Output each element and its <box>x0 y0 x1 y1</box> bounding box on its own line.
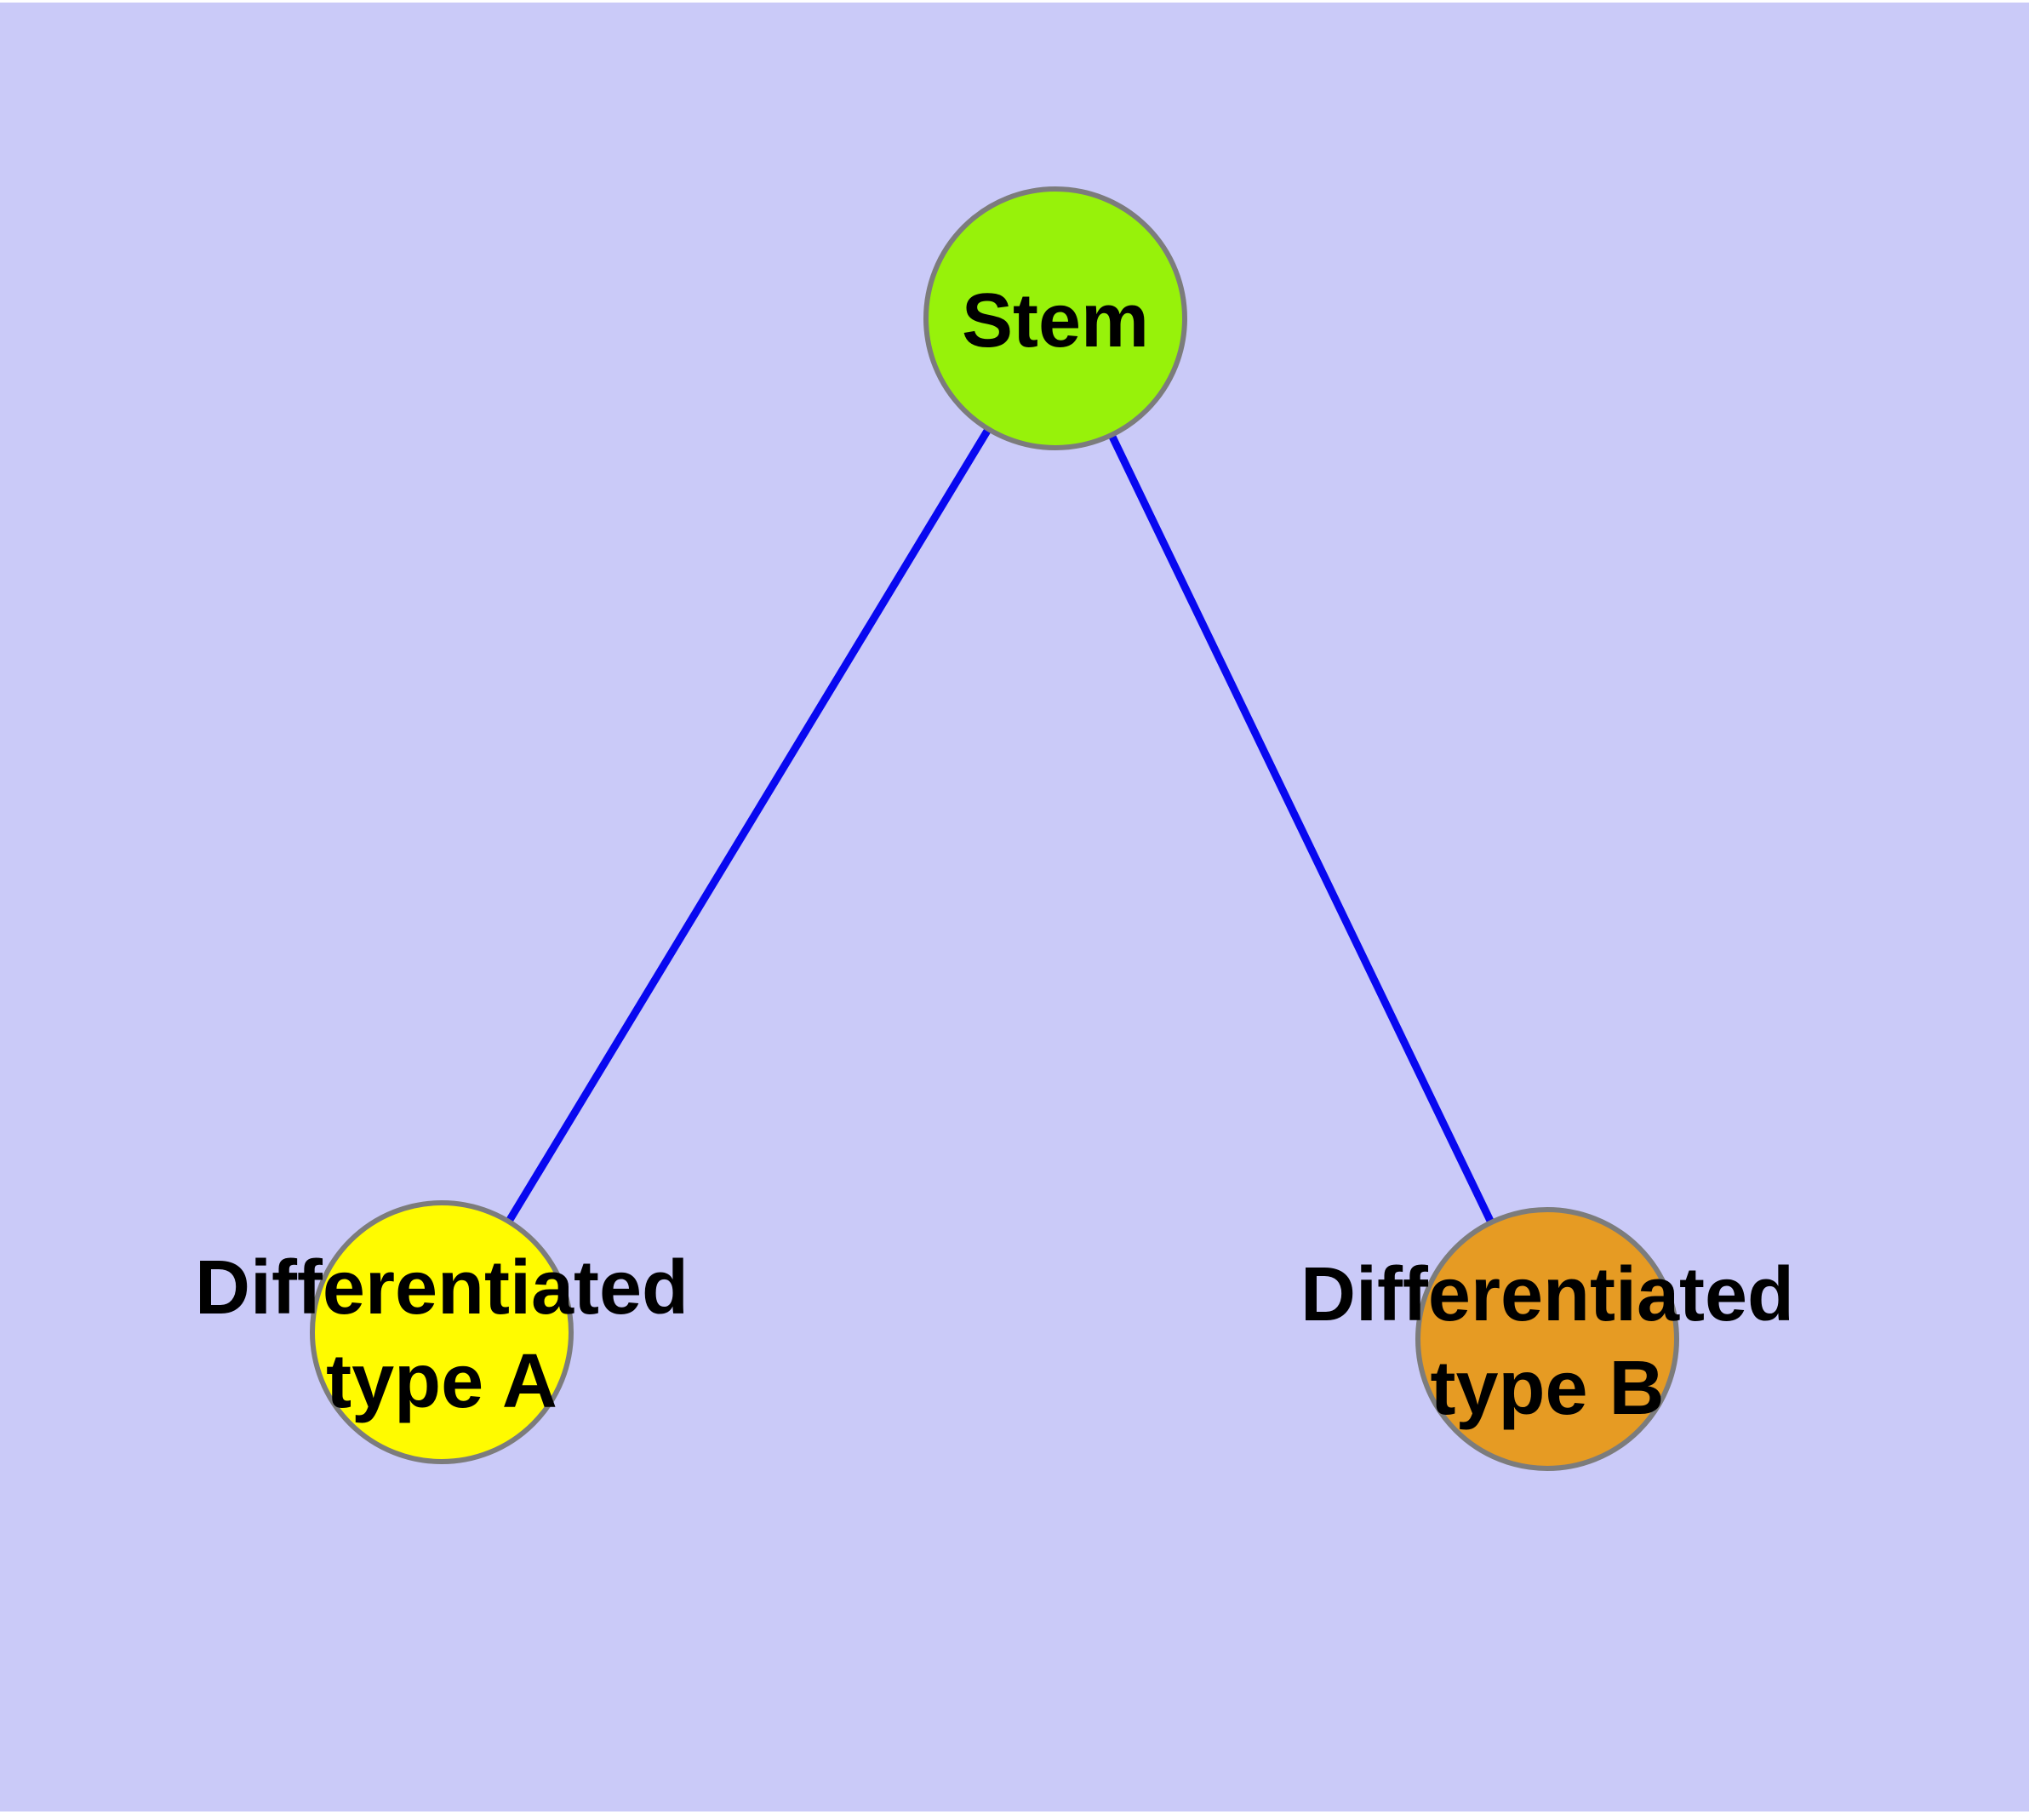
node-label-line: Differentiated <box>195 1245 689 1331</box>
node-label-line: Stem <box>962 278 1149 363</box>
node-label-type-b: Differentiated type B <box>1300 1252 1794 1431</box>
node-label-stem: Stem <box>962 278 1149 363</box>
node-type-a[interactable] <box>310 1200 574 1464</box>
edge-stem-to-type-b <box>1051 317 1552 1341</box>
edge-stem-to-type-a <box>438 316 1059 1335</box>
node-stem[interactable] <box>923 186 1187 450</box>
node-label-line: Differentiated <box>1300 1252 1794 1337</box>
node-label-line: type B <box>1430 1346 1664 1431</box>
node-type-b[interactable] <box>1415 1207 1679 1471</box>
edges-layer <box>438 316 1552 1341</box>
nodes-layer <box>310 186 1679 1471</box>
node-label-line: type A <box>326 1339 557 1424</box>
